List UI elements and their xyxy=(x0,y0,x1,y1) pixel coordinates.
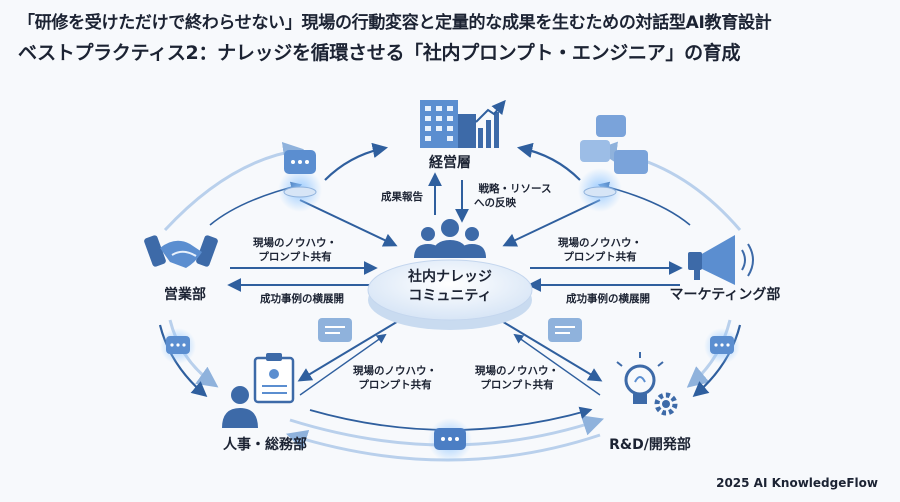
building-icon xyxy=(420,100,476,148)
page-subtitle: ベストプラクティス2：ナレッジを循環させる「社内プロンプト・エンジニア」の育成 xyxy=(18,42,741,64)
chat-bubble-icon xyxy=(318,318,352,342)
strategy-label-line1: 戦略・リソース xyxy=(478,183,552,195)
hub-label-line2: コミュニティ xyxy=(408,288,492,304)
gear-icon xyxy=(654,392,678,416)
share-label-line1: 現場のノウハウ・ xyxy=(253,237,337,249)
expand-label-marketing: 成功事例の横展開 xyxy=(566,293,650,305)
community-people-icon xyxy=(414,219,486,258)
hr-label: 人事・総務部 xyxy=(223,437,307,453)
chat-bubble-icon xyxy=(548,318,582,342)
page-title: 「研修を受けただけで終わらせない」現場の行動変容と定量的な成果を生むための対話型… xyxy=(18,13,772,33)
share-label-line2: プロンプト共有 xyxy=(480,379,554,391)
report-label: 成果報告 xyxy=(381,191,423,203)
hub-platform xyxy=(367,259,533,330)
share-label-line2: プロンプト共有 xyxy=(258,251,332,263)
chat-bubble-icon xyxy=(160,328,196,364)
expand-label-sales: 成功事例の横展開 xyxy=(260,293,344,305)
chat-bubble-icon xyxy=(704,328,740,364)
sales-label: 営業部 xyxy=(164,287,206,303)
hub-arrows xyxy=(227,172,683,396)
hub-label: 社内ナレッジ コミュニティ xyxy=(380,268,520,306)
executive-label: 経営層 xyxy=(429,155,471,171)
chat-bubble-icon xyxy=(278,150,322,212)
footer-credit: 2025 AI KnowledgeFlow xyxy=(716,476,878,490)
chat-bubbles-icon xyxy=(578,115,648,212)
lightbulb-icon xyxy=(616,352,664,404)
strategy-label-line2: への反映 xyxy=(474,197,516,209)
clipboard-profile-icon xyxy=(253,353,295,404)
marketing-label: マーケティング部 xyxy=(669,287,781,303)
share-label-line1: 現場のノウハウ・ xyxy=(558,237,642,249)
rnd-label: R&D/開発部 xyxy=(609,437,691,453)
share-label-line1: 現場のノウハウ・ xyxy=(353,365,437,377)
share-label-rnd: 現場のノウハウ・ プロンプト共有 xyxy=(462,364,572,392)
person-icon xyxy=(222,386,258,428)
share-label-sales: 現場のノウハウ・ プロンプト共有 xyxy=(240,236,350,264)
share-label-line1: 現場のノウハウ・ xyxy=(475,365,559,377)
share-label-marketing: 現場のノウハウ・ プロンプト共有 xyxy=(545,236,655,264)
megaphone-icon xyxy=(688,235,754,285)
strategy-label: 戦略・リソース への反映 xyxy=(470,182,560,210)
share-label-hr: 現場のノウハウ・ プロンプト共有 xyxy=(340,364,450,392)
chat-bubble-icon xyxy=(428,418,472,462)
handshake-icon xyxy=(144,235,218,268)
share-label-line2: プロンプト共有 xyxy=(358,379,432,391)
growth-chart-icon xyxy=(475,99,506,148)
hub-label-line1: 社内ナレッジ xyxy=(408,269,492,285)
share-label-line2: プロンプト共有 xyxy=(563,251,637,263)
